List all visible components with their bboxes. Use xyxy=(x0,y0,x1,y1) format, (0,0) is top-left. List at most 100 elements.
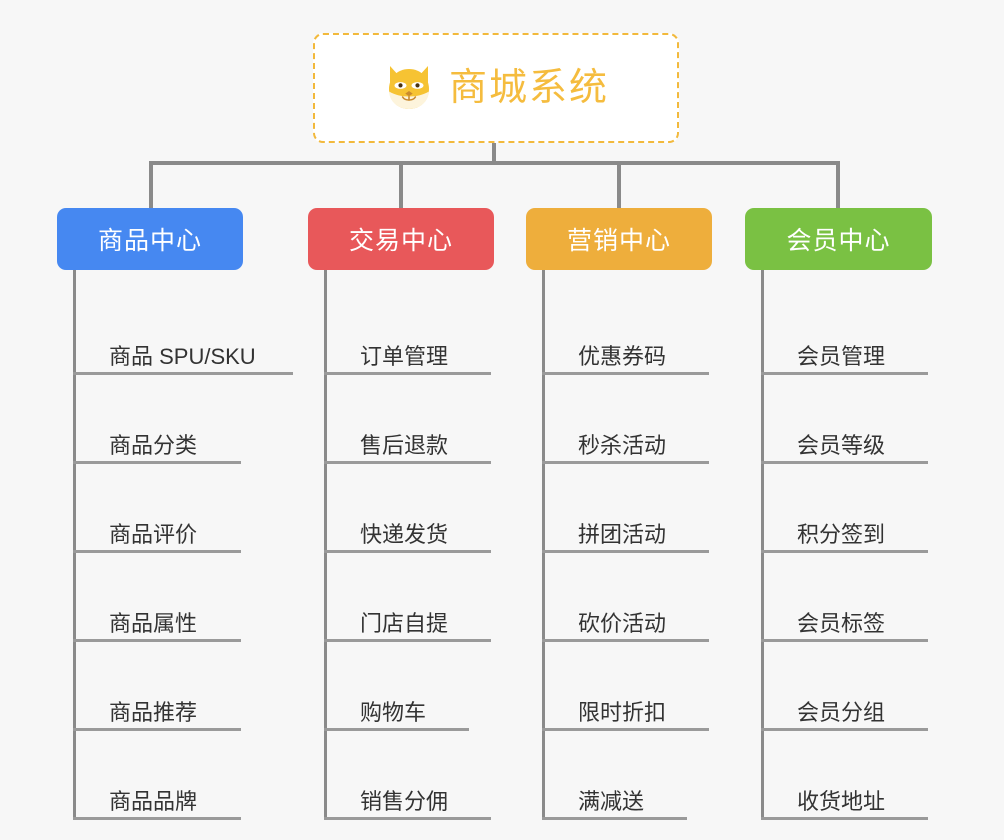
leaf-item-label: 商品 SPU/SKU xyxy=(109,343,256,369)
leaf-item-label: 门店自提 xyxy=(360,610,449,636)
leaf-item[interactable]: 销售分佣 xyxy=(324,731,508,820)
leaf-item[interactable]: 拼团活动 xyxy=(542,464,726,553)
leaf-underline xyxy=(73,817,241,820)
leaf-underline xyxy=(73,461,241,464)
leaf-item-label: 商品属性 xyxy=(109,610,198,636)
connector-drop-trade-center xyxy=(399,161,403,209)
leaf-item-label: 会员等级 xyxy=(797,432,886,458)
leaf-item[interactable]: 售后退款 xyxy=(324,375,508,464)
leaf-item-label: 销售分佣 xyxy=(360,788,449,814)
leaf-item-label: 商品品牌 xyxy=(109,788,198,814)
leaf-item-label: 砍价活动 xyxy=(578,610,667,636)
category-header-marketing-center[interactable]: 营销中心 xyxy=(526,208,712,270)
leaf-item[interactable]: 商品分类 xyxy=(73,375,287,464)
leaf-item-label: 商品评价 xyxy=(109,521,198,547)
leaf-item-label: 商品分类 xyxy=(109,432,198,458)
leaf-item[interactable]: 满减送 xyxy=(542,731,726,820)
leaf-underline xyxy=(542,461,709,464)
leaf-item[interactable]: 收货地址 xyxy=(761,731,945,820)
connector-horizontal-bus xyxy=(149,161,840,165)
leaf-item-label: 秒杀活动 xyxy=(578,432,667,458)
connector-drop-marketing-center xyxy=(617,161,621,209)
leaf-item[interactable]: 会员管理 xyxy=(761,286,945,375)
leaf-list-marketing-center: 优惠券码 秒杀活动 拼团活动 砍价活动 限时折扣 满减送 xyxy=(526,270,726,820)
leaf-list-member-center: 会员管理 会员等级 积分签到 会员标签 会员分组 收货地址 xyxy=(745,270,945,820)
leaf-item-label: 售后退款 xyxy=(360,432,449,458)
leaf-item[interactable]: 会员标签 xyxy=(761,553,945,642)
leaf-item[interactable]: 订单管理 xyxy=(324,286,508,375)
leaf-item[interactable]: 会员分组 xyxy=(761,642,945,731)
leaf-item-label: 满减送 xyxy=(578,788,645,814)
leaf-underline xyxy=(542,817,687,820)
leaf-item[interactable]: 商品评价 xyxy=(73,464,287,553)
leaf-spine xyxy=(542,270,545,820)
leaf-item[interactable]: 商品 SPU/SKU xyxy=(73,286,293,375)
leaf-underline xyxy=(324,550,491,553)
leaf-item[interactable]: 砍价活动 xyxy=(542,553,726,642)
category-header-label: 会员中心 xyxy=(786,227,891,255)
category-header-label: 营销中心 xyxy=(566,227,671,255)
leaf-underline xyxy=(324,372,491,375)
leaf-item[interactable]: 购物车 xyxy=(324,642,508,731)
column-member-center: 会员中心 会员管理 会员等级 积分签到 会员标签 会员分组 xyxy=(745,208,945,820)
leaf-item[interactable]: 优惠券码 xyxy=(542,286,726,375)
leaf-underline xyxy=(73,728,241,731)
leaf-spine xyxy=(761,270,764,820)
leaf-item[interactable]: 快递发货 xyxy=(324,464,508,553)
leaf-underline xyxy=(761,728,928,731)
leaf-underline xyxy=(761,372,928,375)
shiba-dog-icon xyxy=(383,62,435,114)
leaf-underline xyxy=(73,639,241,642)
leaf-underline xyxy=(324,639,491,642)
leaf-underline xyxy=(761,550,928,553)
leaf-item-label: 会员标签 xyxy=(797,610,886,636)
root-node-label: 商城系统 xyxy=(448,67,609,109)
leaf-item[interactable]: 会员等级 xyxy=(761,375,945,464)
connector-drop-member-center xyxy=(836,161,840,209)
leaf-underline xyxy=(324,728,469,731)
connector-root-stem xyxy=(492,143,496,164)
column-marketing-center: 营销中心 优惠券码 秒杀活动 拼团活动 砍价活动 限时折扣 xyxy=(526,208,726,820)
connector-drop-product-center xyxy=(149,161,153,209)
leaf-item[interactable]: 秒杀活动 xyxy=(542,375,726,464)
leaf-underline xyxy=(542,550,709,553)
leaf-underline xyxy=(542,728,709,731)
leaf-underline xyxy=(542,372,709,375)
leaf-item[interactable]: 商品推荐 xyxy=(73,642,287,731)
leaf-underline xyxy=(761,817,928,820)
column-product-center: 商品中心 商品 SPU/SKU 商品分类 商品评价 商品属性 商品推荐 xyxy=(57,208,293,820)
leaf-item[interactable]: 门店自提 xyxy=(324,553,508,642)
leaf-spine xyxy=(73,270,76,820)
leaf-item[interactable]: 积分签到 xyxy=(761,464,945,553)
leaf-item-label: 会员分组 xyxy=(797,699,886,725)
leaf-item[interactable]: 限时折扣 xyxy=(542,642,726,731)
category-header-label: 交易中心 xyxy=(348,227,453,255)
category-header-product-center[interactable]: 商品中心 xyxy=(57,208,243,270)
root-node[interactable]: 商城系统 xyxy=(313,33,679,143)
leaf-item-label: 会员管理 xyxy=(797,343,886,369)
category-header-label: 商品中心 xyxy=(97,227,202,255)
leaf-underline xyxy=(761,461,928,464)
leaf-underline xyxy=(761,639,928,642)
leaf-item-label: 商品推荐 xyxy=(109,699,198,725)
leaf-item-label: 购物车 xyxy=(360,699,427,725)
leaf-item[interactable]: 商品品牌 xyxy=(73,731,287,820)
category-header-member-center[interactable]: 会员中心 xyxy=(745,208,932,270)
leaf-item-label: 优惠券码 xyxy=(578,343,667,369)
leaf-item[interactable]: 商品属性 xyxy=(73,553,287,642)
leaf-list-trade-center: 订单管理 售后退款 快递发货 门店自提 购物车 销售分佣 xyxy=(308,270,508,820)
leaf-item-label: 拼团活动 xyxy=(578,521,667,547)
leaf-item-label: 限时折扣 xyxy=(578,699,667,725)
leaf-underline xyxy=(73,550,241,553)
leaf-list-product-center: 商品 SPU/SKU 商品分类 商品评价 商品属性 商品推荐 商品品牌 xyxy=(57,270,293,820)
leaf-underline xyxy=(73,372,293,375)
category-header-trade-center[interactable]: 交易中心 xyxy=(308,208,494,270)
leaf-item-label: 收货地址 xyxy=(797,788,886,814)
leaf-spine xyxy=(324,270,327,820)
leaf-item-label: 积分签到 xyxy=(797,521,886,547)
leaf-underline xyxy=(542,639,709,642)
leaf-underline xyxy=(324,461,491,464)
leaf-item-label: 订单管理 xyxy=(360,343,449,369)
leaf-item-label: 快递发货 xyxy=(360,521,449,547)
